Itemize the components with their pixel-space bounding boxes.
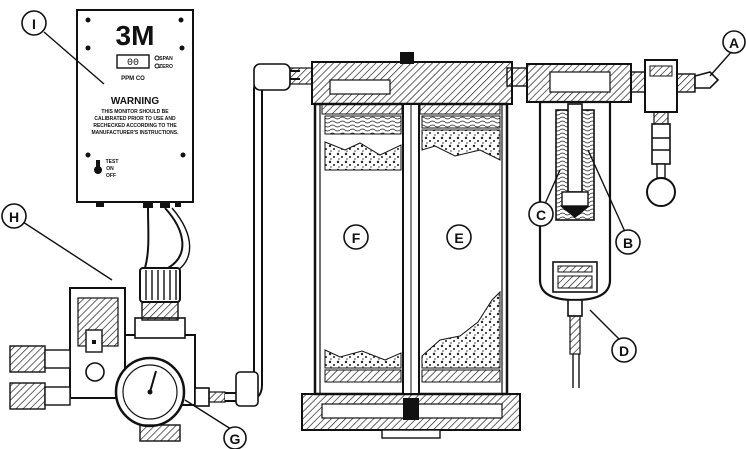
warning-line-2: CALIBRATED PRIOR TO USE AND: [94, 116, 176, 122]
callout-e: E: [446, 224, 472, 250]
callout-h: H: [1, 203, 27, 229]
toggle-off-label: OFF: [106, 173, 116, 179]
callout-i-label: I: [32, 16, 36, 32]
callout-a: A: [722, 30, 746, 54]
pressure-gauge: [114, 356, 186, 428]
sensor-hose-2: [164, 207, 184, 269]
callout-g: G: [223, 426, 247, 449]
sensor-hose-1: [144, 207, 150, 269]
ppm-unit: PPM CO: [121, 76, 145, 82]
callout-d: D: [611, 337, 637, 363]
outlet-coupler-2[interactable]: [9, 382, 71, 410]
callout-i: I: [21, 10, 47, 36]
twin-canister-filter: [301, 52, 521, 439]
callout-c-label: C: [536, 207, 546, 223]
callout-h-label: H: [9, 209, 19, 225]
warning-line-3: RECHECKED ACCORDING TO THE: [93, 123, 177, 129]
zero-switch[interactable]: [154, 63, 160, 69]
relief-valve-ring[interactable]: [646, 177, 676, 207]
span-switch[interactable]: [154, 55, 160, 61]
outlet-coupler-1[interactable]: [9, 345, 71, 373]
warning-line-4: MANUFACTURER'S INSTRUCTIONS.: [91, 130, 179, 136]
callout-b: B: [615, 229, 641, 255]
inlet-coupler[interactable]: [694, 71, 720, 89]
hose-elbow-bottom: [235, 371, 259, 407]
hose-elbow-top: [253, 63, 291, 91]
span-label: SPAN: [159, 56, 173, 62]
particulate-filter: [526, 63, 632, 388]
leader-lines: [22, 31, 734, 432]
callout-d-label: D: [619, 343, 629, 359]
toggle-test-label: TEST: [106, 159, 119, 165]
callout-c: C: [528, 201, 554, 227]
ppm-display-value: 00: [127, 58, 139, 69]
callout-f: F: [343, 224, 369, 250]
power-toggle[interactable]: [94, 160, 102, 174]
callout-a-label: A: [729, 35, 739, 51]
callout-b-label: B: [623, 235, 633, 251]
callout-e-label: E: [454, 230, 463, 246]
warning-title: WARNING: [111, 96, 160, 107]
callout-g-label: G: [230, 431, 241, 447]
warning-line-1: THIS MONITOR SHOULD BE: [101, 109, 169, 115]
ppm-display: [116, 54, 150, 69]
regulator-assembly: [9, 267, 226, 442]
toggle-on-label: ON: [106, 166, 114, 172]
co-monitor: 3M 00 SPAN ZERO PPM CO WARNING THIS MONI…: [76, 9, 194, 208]
air-inlet-assembly: [644, 59, 720, 207]
regulator-knob[interactable]: [139, 267, 181, 303]
callout-f-label: F: [352, 230, 361, 246]
brand-logo: 3M: [116, 20, 155, 51]
zero-label: ZERO: [159, 64, 173, 70]
